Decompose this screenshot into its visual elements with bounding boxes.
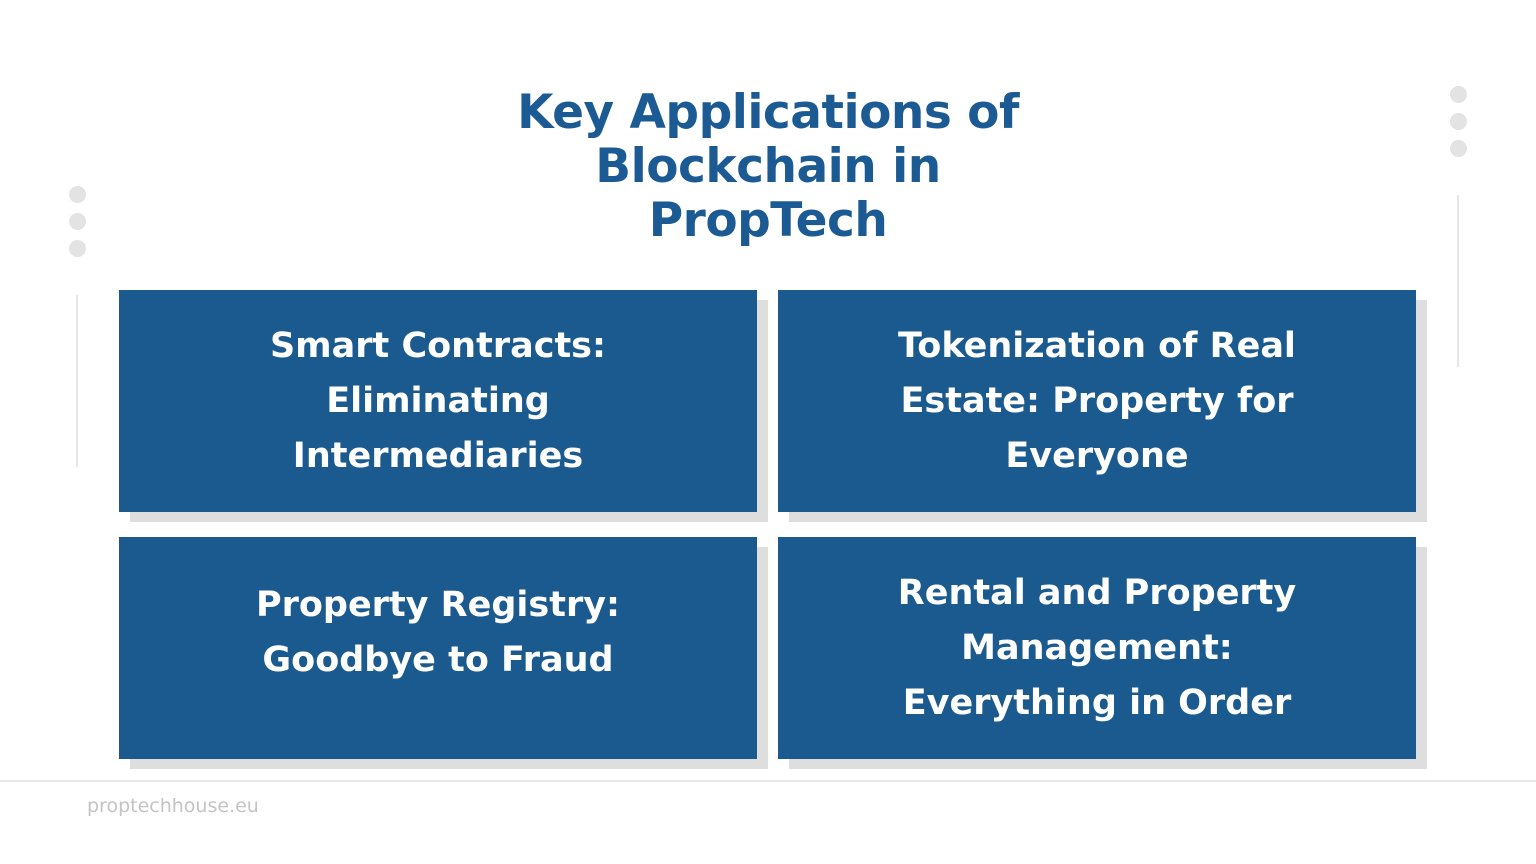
decor-dot <box>1450 140 1467 157</box>
card-line: Eliminating <box>326 380 550 421</box>
decor-line-right <box>1457 195 1459 367</box>
footer-divider <box>0 780 1536 782</box>
decor-dot <box>1450 86 1467 103</box>
card-smart-contracts: Smart Contracts: Eliminating Intermediar… <box>119 290 757 512</box>
title-line: Key Applications of <box>517 85 1019 140</box>
title-line: PropTech <box>648 193 888 248</box>
card-text: Rental and Property Management: Everythi… <box>898 566 1296 731</box>
card-line: Intermediaries <box>292 435 584 476</box>
page-title: Key Applications of Blockchain in PropTe… <box>418 86 1118 248</box>
decor-dot <box>69 240 86 257</box>
decor-dot <box>69 186 86 203</box>
card-text: Property Registry: Goodbye to Fraud <box>256 578 620 688</box>
card-line: Property Registry: <box>255 585 621 625</box>
card-text: Tokenization of Real Estate: Property fo… <box>898 319 1296 484</box>
card-line: Everyone <box>1005 435 1189 476</box>
card-text: Smart Contracts: Eliminating Intermediar… <box>270 319 606 484</box>
card-rental-management: Rental and Property Management: Everythi… <box>778 537 1416 759</box>
card-line: Management: <box>961 627 1233 668</box>
card-tokenization: Tokenization of Real Estate: Property fo… <box>778 290 1416 512</box>
card-line: Estate: Property for <box>900 380 1294 421</box>
decor-dots-left <box>69 186 87 267</box>
card-property-registry: Property Registry: Goodbye to Fraud <box>119 537 757 759</box>
card-line: Everything in Order <box>902 682 1292 723</box>
decor-dots-right <box>1450 86 1468 167</box>
decor-dot <box>69 213 86 230</box>
title-line: Blockchain in <box>595 139 941 194</box>
decor-dot <box>1450 113 1467 130</box>
card-line: Rental and Property <box>897 572 1297 613</box>
decor-line-left <box>76 295 78 467</box>
card-line: Goodbye to Fraud <box>262 640 614 680</box>
card-line: Smart Contracts: <box>269 325 607 366</box>
card-line: Tokenization of Real <box>898 325 1296 366</box>
footer-site-url: proptechhouse.eu <box>87 795 259 817</box>
